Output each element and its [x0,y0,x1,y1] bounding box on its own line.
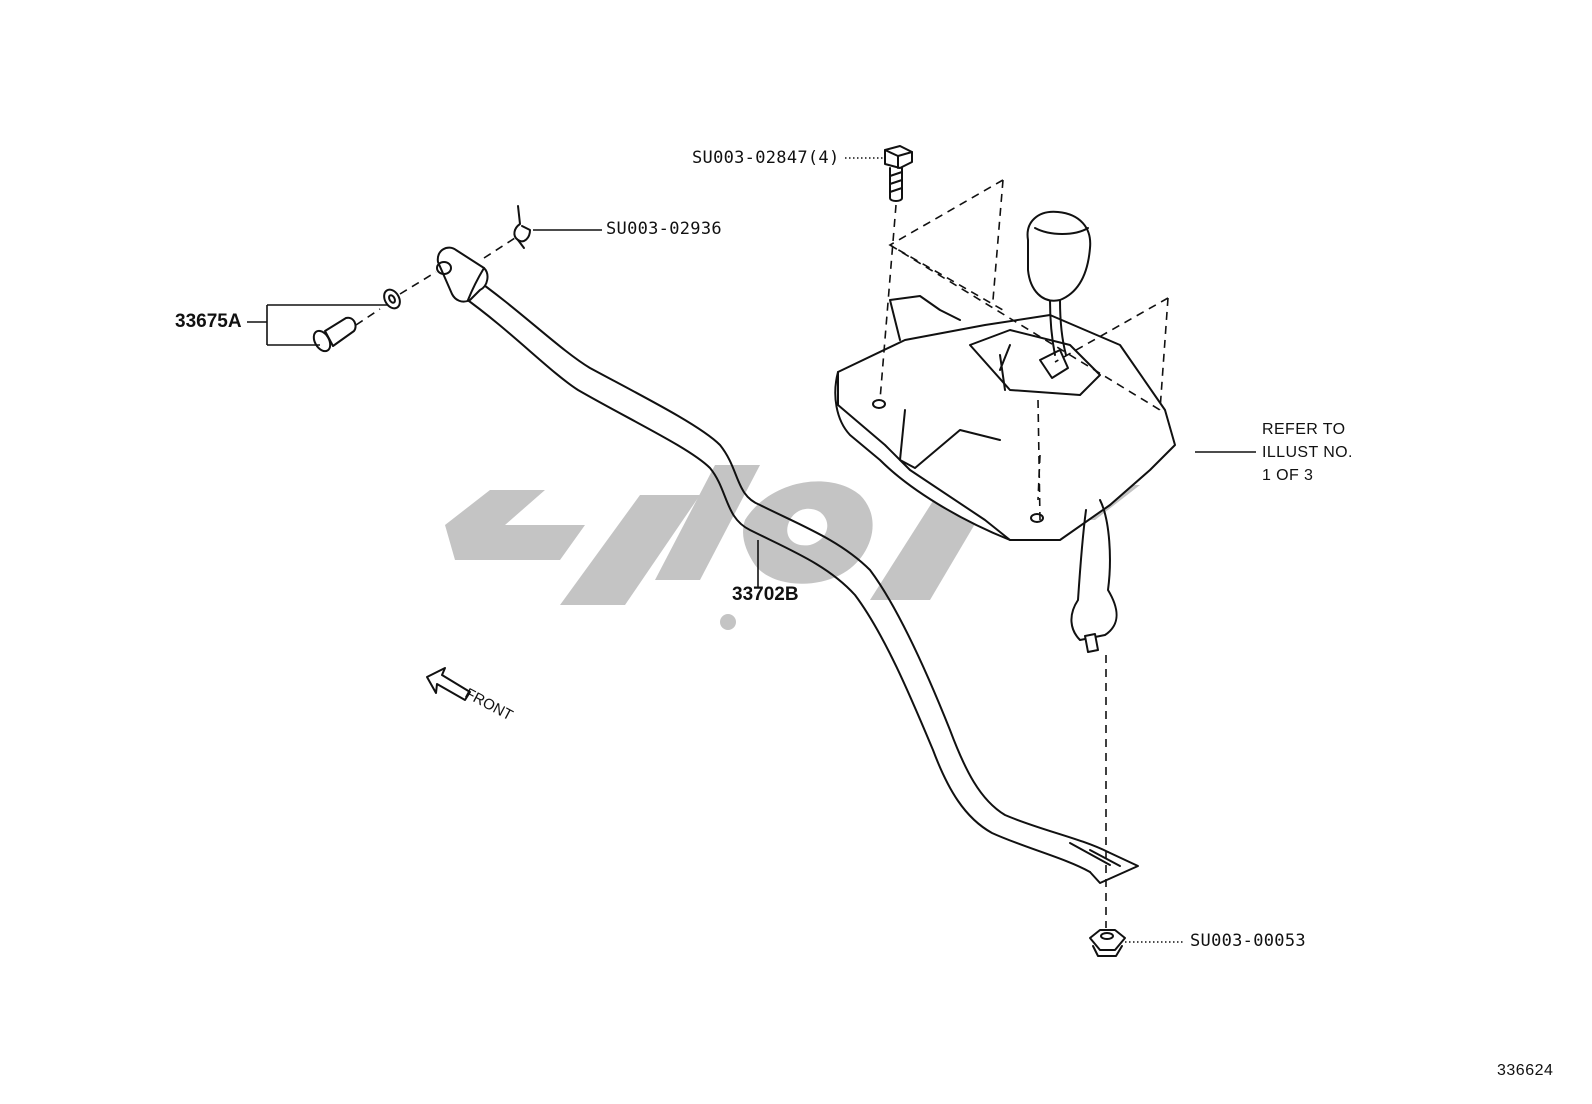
bolt-part [872,145,913,409]
leader-lines [247,157,1256,943]
callout-rod: 33702B [732,584,799,605]
reference-note-line1: REFER TO [1262,421,1346,438]
callout-clip: SU003-02936 [606,219,722,239]
callout-pin-washer: 33675A [175,311,242,332]
shift-rod [436,246,1139,884]
nut-part [1089,655,1126,957]
reference-note: REFER TO ILLUST NO. 1 OF 3 [1262,418,1353,487]
callout-nut: SU003-00053 [1190,931,1306,951]
pin-washer-part [312,271,437,353]
reference-note-line2: ILLUST NO. [1262,444,1353,461]
illustration-number: 336624 [1497,1062,1554,1079]
callout-bolt: SU003-02847(4) [692,148,840,168]
reference-note-line3: 1 OF 3 [1262,467,1314,484]
shift-lever-assembly [834,179,1176,653]
clip-part [483,205,531,259]
front-arrow-icon [426,667,471,701]
